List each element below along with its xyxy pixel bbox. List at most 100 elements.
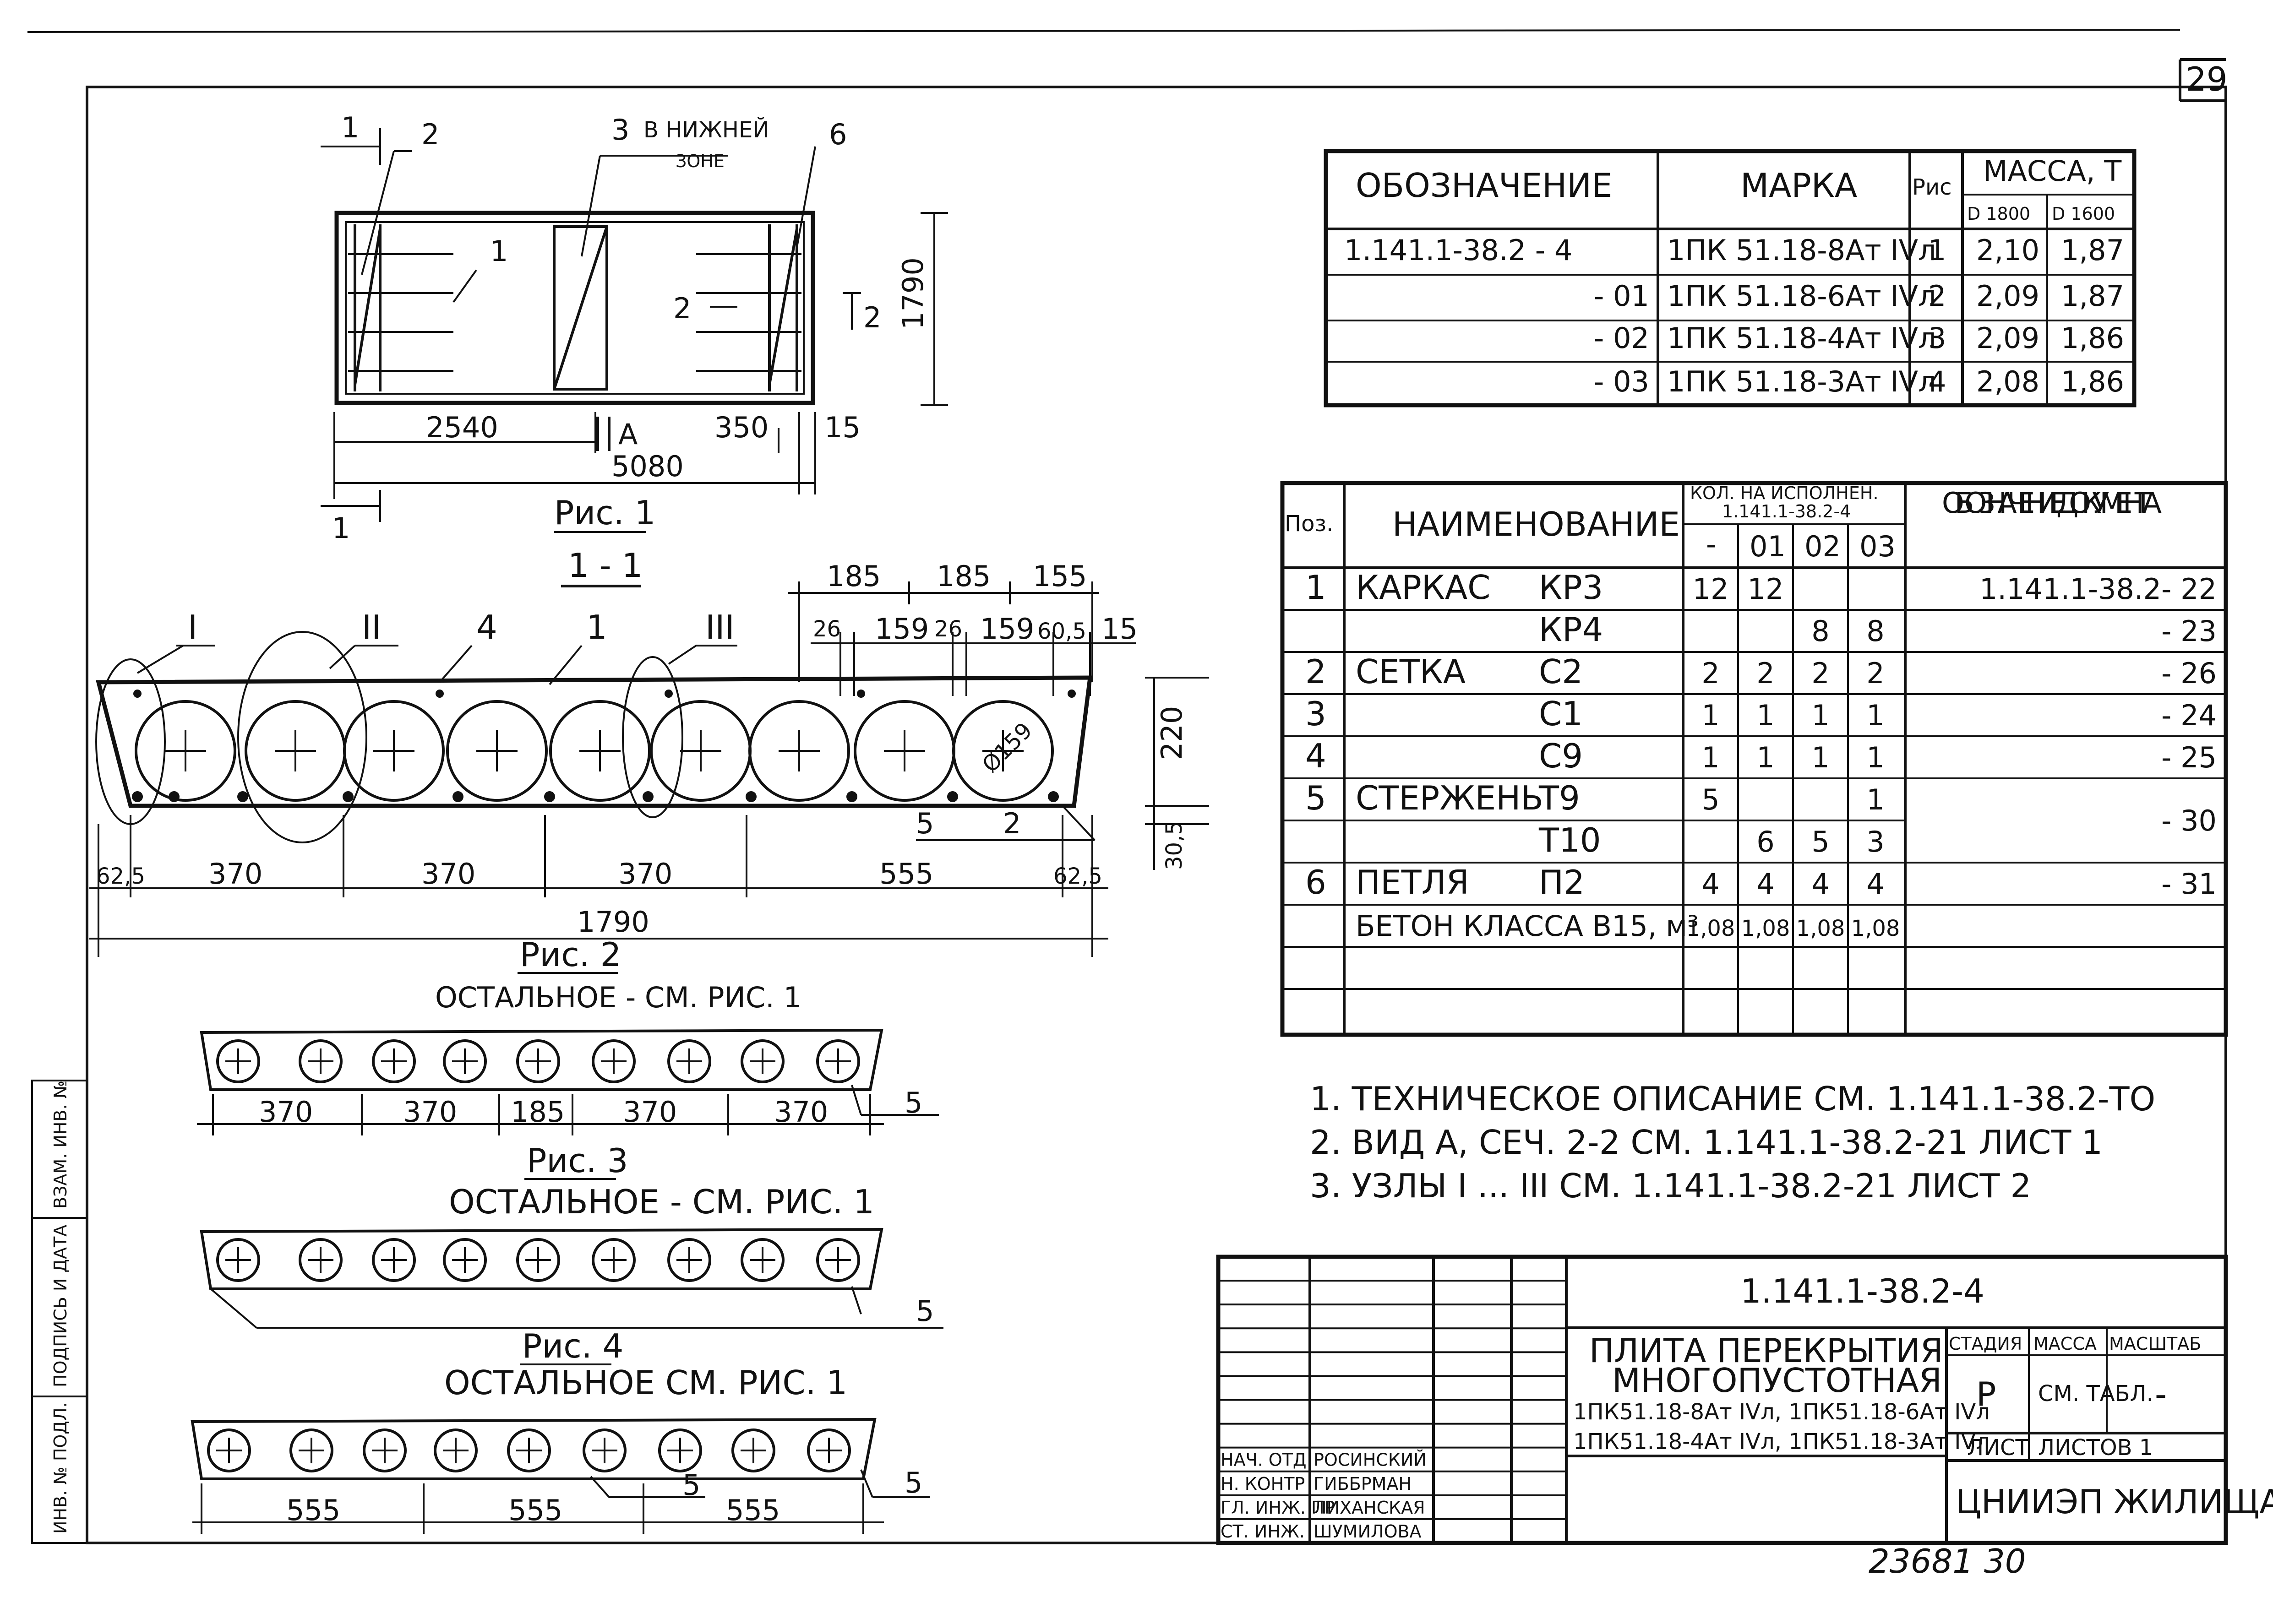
fig2-dim-159a: 159	[875, 612, 929, 646]
spec-header-v1: 01	[1750, 530, 1786, 563]
title-person-name: ЛИХАНСКАЯ	[1314, 1498, 1425, 1518]
spec-row-qty: 1	[1866, 741, 1884, 774]
mass-row-fig: 2	[1928, 279, 1946, 313]
title-mass-value: СМ. ТАБЛ.	[2038, 1381, 2153, 1407]
section-title-1-1: 1 - 1	[568, 546, 643, 585]
fig3-dim-370a: 370	[259, 1095, 313, 1129]
spec-row-qty: 8	[1811, 614, 1829, 648]
mass-row-designation: - 01	[1594, 279, 1649, 313]
spec-row-name: КАРКАС	[1356, 568, 1490, 607]
fig3-voids	[216, 1039, 860, 1083]
fig5-callout-5b: 5	[905, 1466, 922, 1499]
spec-row-qty: 3	[1866, 825, 1884, 858]
spec-row-mark: С1	[1539, 695, 1583, 733]
spec-row-qty: 6	[1756, 825, 1774, 858]
mass-row-d1600: 1,86	[2061, 365, 2124, 398]
fig2-dim-60-5: 60,5	[1037, 619, 1086, 644]
spec-header-doc: ОБОЗНАЧЕНИЕ ДОКУМЕНТА	[1942, 486, 2162, 520]
fig5-void-1	[207, 1428, 251, 1472]
footer-numbers: 23681 30	[1869, 1542, 2026, 1581]
title-line-2: МНОГОПУСТОТНАЯ	[1612, 1361, 1942, 1400]
fig2-void-7	[748, 700, 850, 802]
fig1-dim-1790: 1790	[896, 257, 930, 330]
spec-row-mark: С9	[1539, 737, 1583, 775]
fig2-rebar-dot	[237, 791, 248, 802]
spec-row-qty: 4	[1701, 867, 1719, 901]
fig3-caption: Рис. 3	[527, 1141, 628, 1180]
fig2-rebar-dot	[947, 791, 958, 802]
spec-row-qty: 1	[1756, 741, 1774, 774]
node-mark-1: I	[188, 608, 197, 646]
title-person-name: ГИББРМАН	[1314, 1474, 1412, 1494]
note-2: 2. ВИД А, СЕЧ. 2-2 СМ. 1.141.1-38.2-21 Л…	[1310, 1123, 2103, 1162]
fig3-void-9	[816, 1039, 860, 1083]
title-person-role: СТ. ИНЖ.	[1221, 1521, 1305, 1542]
spec-header-pos: Поз.	[1285, 511, 1333, 537]
fig2-dim-26b: 26	[934, 616, 962, 642]
fig2-void-3	[343, 700, 445, 802]
spec-row-pos: 1	[1305, 568, 1326, 607]
fig2-dim-155: 155	[1033, 559, 1087, 593]
spec-row-qty: 1,08	[1796, 916, 1845, 941]
fig2-void-1	[135, 700, 236, 802]
fig5-void-8	[731, 1428, 775, 1472]
fig2-rebar-dot-top	[436, 690, 444, 698]
fig2-dim-185b: 185	[937, 559, 991, 593]
spec-header-v0: -	[1706, 527, 1716, 561]
mass-row-mark: 1ПК 51.18-3Ат IVл	[1667, 365, 1936, 398]
fig4-note: ОСТАЛЬНОЕ СМ. РИС. 1	[444, 1363, 847, 1402]
fig2-rebar-dot-top	[1068, 690, 1076, 698]
title-code: 1.141.1-38.2-4	[1740, 1272, 1984, 1310]
spec-row-qty: 12	[1693, 572, 1729, 606]
mass-row-designation: - 03	[1594, 365, 1649, 398]
spec-row-qty: 5	[1701, 783, 1719, 816]
fig5-dim-555b: 555	[508, 1494, 562, 1527]
fig5-callout-5a: 5	[682, 1468, 700, 1502]
title-organization: ЦНИИЭП ЖИЛИЩА	[1956, 1483, 2273, 1521]
fig4-void-2	[299, 1238, 343, 1282]
fig4-void-8	[741, 1238, 785, 1282]
fig4-void-6	[592, 1238, 636, 1282]
fig5-void-2	[289, 1428, 333, 1472]
node-mark-2: II	[362, 608, 381, 646]
fig2-dim-555: 555	[879, 857, 933, 891]
fig3-void-7	[667, 1039, 711, 1083]
spec-table: Поз. НАИМЕНОВАНИЕ КОЛ. НА ИСПОЛНЕН. 1.14…	[1280, 481, 2228, 1037]
fig1-dim-5080: 5080	[611, 450, 684, 483]
title-person-role: НАЧ. ОТД	[1221, 1450, 1307, 1470]
spec-row-qty: 2	[1866, 657, 1884, 690]
fig4-voids	[216, 1238, 860, 1282]
fig2-dim-370c: 370	[618, 857, 672, 891]
spec-row-qty: 4	[1866, 867, 1884, 901]
title-sheets-label: ЛИСТОВ 1	[2038, 1435, 2153, 1461]
fig3-void-2	[299, 1039, 343, 1083]
spec-row-qty: 1	[1866, 783, 1884, 816]
fig1-section-mark-bottom: 1	[332, 511, 350, 545]
fig3-dim-370b: 370	[403, 1095, 457, 1129]
spec-row-pos: 4	[1305, 737, 1326, 775]
fig4-section: 5 Рис. 4 ОСТАЛЬНОЕ СМ. РИС. 1	[200, 1228, 943, 1402]
title-line-4: 1ПК51.18-4Ат IVл, 1ПК51.18-3Ат IVл	[1573, 1429, 1990, 1455]
spec-header-qty-sub: 1.141.1-38.2-4	[1722, 501, 1851, 521]
spec-row-mark: КР4	[1539, 610, 1603, 649]
fig5-void-3	[363, 1428, 407, 1472]
mass-row-fig: 3	[1928, 321, 1946, 355]
spec-row-doc: - 31	[2161, 867, 2217, 901]
spec-row-name: ПЕТЛЯ	[1356, 863, 1469, 902]
fig1-note-lower-zone: В НИЖНЕЙ	[643, 117, 769, 143]
note-1: 1. ТЕХНИЧЕСКОЕ ОПИСАНИЕ СМ. 1.141.1-38.2…	[1310, 1080, 2155, 1118]
fig2-dim-30-5: 30,5	[1161, 821, 1187, 870]
title-scale-label: МАСШТАБ	[2109, 1334, 2201, 1354]
spec-header-v3: 03	[1859, 530, 1896, 563]
mass-row-mark: 1ПК 51.18-6Ат IVл	[1667, 279, 1936, 313]
spec-row-qty: 1,08	[1851, 916, 1900, 941]
spec-row-mark: С2	[1539, 652, 1583, 691]
fig2-rebar-dot	[1048, 791, 1059, 802]
fig3-dim-370d: 370	[774, 1095, 828, 1129]
fig3-section: 370 370 185 370 370 5 Рис. 3 ОСТАЛЬНОЕ -…	[197, 1028, 939, 1221]
fig4-void-1	[216, 1238, 260, 1282]
fig2-rebar-dot-top	[133, 690, 142, 698]
